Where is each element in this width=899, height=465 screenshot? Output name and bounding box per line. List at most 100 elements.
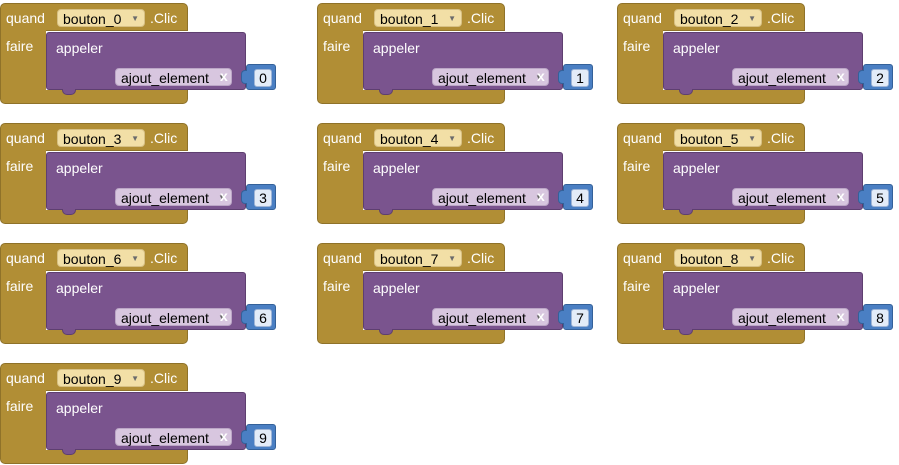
appeler-label: appeler [56, 400, 103, 416]
procedure-dropdown[interactable]: ajout_element ▼ [432, 188, 549, 206]
procedure-call-block[interactable]: appeler ajout_element ▼ x [46, 152, 246, 215]
number-block[interactable]: 8 [858, 304, 893, 330]
when-click-event-block[interactable]: quand bouton_7 ▼ .Clic faire appeler ajo… [317, 243, 597, 345]
dropdown-arrow-icon: ▼ [218, 193, 226, 202]
param-x-label: x [220, 428, 228, 444]
event-footer [317, 90, 505, 104]
number-block[interactable]: 5 [858, 184, 893, 210]
dropdown-arrow-icon: ▼ [131, 254, 139, 263]
number-block[interactable]: 7 [558, 304, 593, 330]
when-click-event-block[interactable]: quand bouton_4 ▼ .Clic faire appeler ajo… [317, 123, 597, 225]
appeler-label: appeler [56, 160, 103, 176]
number-field[interactable]: 0 [254, 69, 272, 87]
next-connector [679, 209, 693, 215]
faire-label: faire [623, 38, 651, 54]
event-footer [0, 330, 188, 344]
procedure-call-block[interactable]: appeler ajout_element ▼ x [663, 272, 863, 335]
when-click-event-block[interactable]: quand bouton_6 ▼ .Clic faire appeler ajo… [0, 243, 280, 345]
when-click-event-block[interactable]: quand bouton_9 ▼ .Clic faire appeler ajo… [0, 363, 280, 465]
procedure-call-block[interactable]: appeler ajout_element ▼ x [46, 32, 246, 95]
number-field[interactable]: 2 [871, 69, 889, 87]
component-dropdown[interactable]: bouton_2 ▼ [674, 9, 762, 27]
procedure-dropdown[interactable]: ajout_element ▼ [432, 68, 549, 86]
when-click-event-block[interactable]: quand bouton_0 ▼ .Clic faire appeler ajo… [0, 3, 280, 105]
number-field[interactable]: 3 [254, 189, 272, 207]
output-connector [241, 190, 247, 204]
next-connector [62, 329, 76, 335]
number-field[interactable]: 1 [571, 69, 589, 87]
number-block[interactable]: 1 [558, 64, 593, 90]
component-name: bouton_1 [380, 11, 439, 27]
number-field[interactable]: 7 [571, 309, 589, 327]
number-field[interactable]: 6 [254, 309, 272, 327]
number-block[interactable]: 6 [241, 304, 276, 330]
procedure-name: ajout_element [438, 70, 526, 86]
component-dropdown[interactable]: bouton_6 ▼ [57, 249, 145, 267]
component-dropdown[interactable]: bouton_3 ▼ [57, 129, 145, 147]
component-name: bouton_3 [63, 131, 122, 147]
component-dropdown[interactable]: bouton_4 ▼ [374, 129, 462, 147]
procedure-call-block[interactable]: appeler ajout_element ▼ x [46, 272, 246, 335]
number-field[interactable]: 9 [254, 429, 272, 447]
number-field[interactable]: 8 [871, 309, 889, 327]
dropdown-arrow-icon: ▼ [535, 313, 543, 322]
component-dropdown[interactable]: bouton_9 ▼ [57, 369, 145, 387]
dropdown-arrow-icon: ▼ [448, 254, 456, 263]
procedure-call-block[interactable]: appeler ajout_element ▼ x [663, 152, 863, 215]
number-block[interactable]: 4 [558, 184, 593, 210]
component-name: bouton_8 [680, 251, 739, 267]
dropdown-arrow-icon: ▼ [448, 14, 456, 23]
procedure-dropdown[interactable]: ajout_element ▼ [732, 188, 849, 206]
event-footer [0, 90, 188, 104]
when-click-event-block[interactable]: quand bouton_5 ▼ .Clic faire appeler ajo… [617, 123, 897, 225]
when-click-event-block[interactable]: quand bouton_2 ▼ .Clic faire appeler ajo… [617, 3, 897, 105]
number-field[interactable]: 4 [571, 189, 589, 207]
procedure-dropdown[interactable]: ajout_element ▼ [115, 188, 232, 206]
output-connector [858, 310, 864, 324]
appeler-label: appeler [673, 40, 720, 56]
appeler-label: appeler [373, 40, 420, 56]
when-click-event-block[interactable]: quand bouton_3 ▼ .Clic faire appeler ajo… [0, 123, 280, 225]
procedure-call-block[interactable]: appeler ajout_element ▼ x [363, 152, 563, 215]
component-name: bouton_9 [63, 371, 122, 387]
number-field[interactable]: 5 [871, 189, 889, 207]
param-x-label: x [537, 308, 545, 324]
component-dropdown[interactable]: bouton_0 ▼ [57, 9, 145, 27]
event-side [0, 390, 46, 452]
procedure-call-block[interactable]: appeler ajout_element ▼ x [663, 32, 863, 95]
component-dropdown[interactable]: bouton_7 ▼ [374, 249, 462, 267]
event-side [317, 270, 363, 332]
when-click-event-block[interactable]: quand bouton_1 ▼ .Clic faire appeler ajo… [317, 3, 597, 105]
component-dropdown[interactable]: bouton_8 ▼ [674, 249, 762, 267]
procedure-call-block[interactable]: appeler ajout_element ▼ x [46, 392, 246, 455]
procedure-dropdown[interactable]: ajout_element ▼ [732, 68, 849, 86]
faire-label: faire [323, 38, 351, 54]
procedure-dropdown[interactable]: ajout_element ▼ [432, 308, 549, 326]
quand-label: quand [6, 10, 45, 26]
component-dropdown[interactable]: bouton_5 ▼ [674, 129, 762, 147]
procedure-dropdown[interactable]: ajout_element ▼ [115, 308, 232, 326]
event-side [617, 270, 663, 332]
dropdown-arrow-icon: ▼ [448, 134, 456, 143]
dropdown-arrow-icon: ▼ [748, 254, 756, 263]
param-x-label: x [220, 68, 228, 84]
procedure-call-block[interactable]: appeler ajout_element ▼ x [363, 272, 563, 335]
event-side [617, 150, 663, 212]
event-side [617, 30, 663, 92]
param-x-label: x [837, 308, 845, 324]
procedure-dropdown[interactable]: ajout_element ▼ [732, 308, 849, 326]
when-click-event-block[interactable]: quand bouton_8 ▼ .Clic faire appeler ajo… [617, 243, 897, 345]
event-side [0, 150, 46, 212]
quand-label: quand [323, 130, 362, 146]
procedure-dropdown[interactable]: ajout_element ▼ [115, 68, 232, 86]
procedure-call-block[interactable]: appeler ajout_element ▼ x [363, 32, 563, 95]
number-block[interactable]: 9 [241, 424, 276, 450]
number-block[interactable]: 0 [241, 64, 276, 90]
number-block[interactable]: 3 [241, 184, 276, 210]
faire-label: faire [623, 278, 651, 294]
appeler-label: appeler [673, 280, 720, 296]
procedure-dropdown[interactable]: ajout_element ▼ [115, 428, 232, 446]
number-block[interactable]: 2 [858, 64, 893, 90]
component-dropdown[interactable]: bouton_1 ▼ [374, 9, 462, 27]
